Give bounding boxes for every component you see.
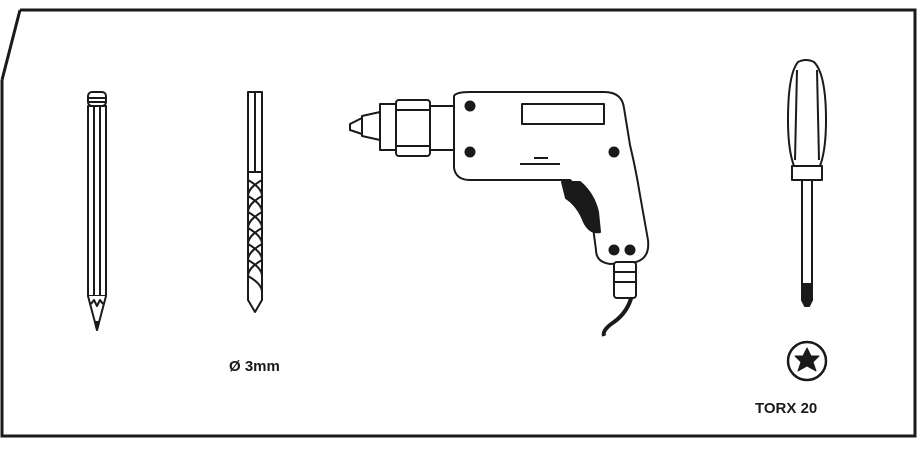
- drill-bit-size-label: Ø 3mm: [229, 358, 280, 375]
- torx-screwdriver-icon: [787, 59, 827, 307]
- panel-frame: [0, 8, 917, 438]
- torx-size-label: TORX 20: [755, 400, 818, 417]
- drill-bit-icon: [247, 91, 263, 313]
- pencil-icon: [87, 91, 107, 331]
- torx-star-icon: [786, 340, 828, 382]
- power-drill-icon: [349, 91, 650, 337]
